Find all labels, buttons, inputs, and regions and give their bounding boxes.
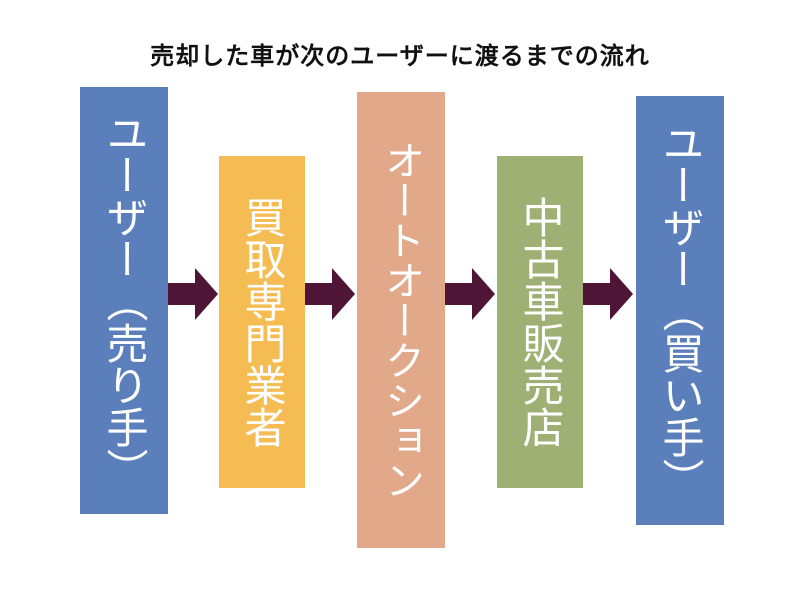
node-dealer: 中古車販売店 <box>497 156 583 488</box>
node-seller-label: ユーザー（売り手） <box>100 111 149 490</box>
arrow-auction-to-dealer <box>445 268 495 320</box>
arrow-dealer-to-buyer <box>583 268 633 320</box>
node-buyback: 買取専門業者 <box>219 156 305 488</box>
node-buyer-label: ユーザー（買い手） <box>656 121 705 500</box>
arrow-shape <box>168 268 218 320</box>
arrow-seller-to-buyback <box>168 268 218 320</box>
arrow-shape <box>305 268 355 320</box>
arrow-shape <box>445 268 495 320</box>
node-seller: ユーザー（売り手） <box>80 87 168 514</box>
diagram-title: 売却した車が次のユーザーに渡るまでの流れ <box>150 42 650 70</box>
node-auction: オートオークション <box>357 92 445 548</box>
node-auction-label: オートオークション <box>378 140 424 500</box>
node-buyback-label: 買取専門業者 <box>238 196 287 448</box>
arrow-shape <box>583 268 633 320</box>
node-dealer-label: 中古車販売店 <box>516 196 565 448</box>
node-buyer: ユーザー（買い手） <box>636 96 724 525</box>
arrow-buyback-to-auction <box>305 268 355 320</box>
